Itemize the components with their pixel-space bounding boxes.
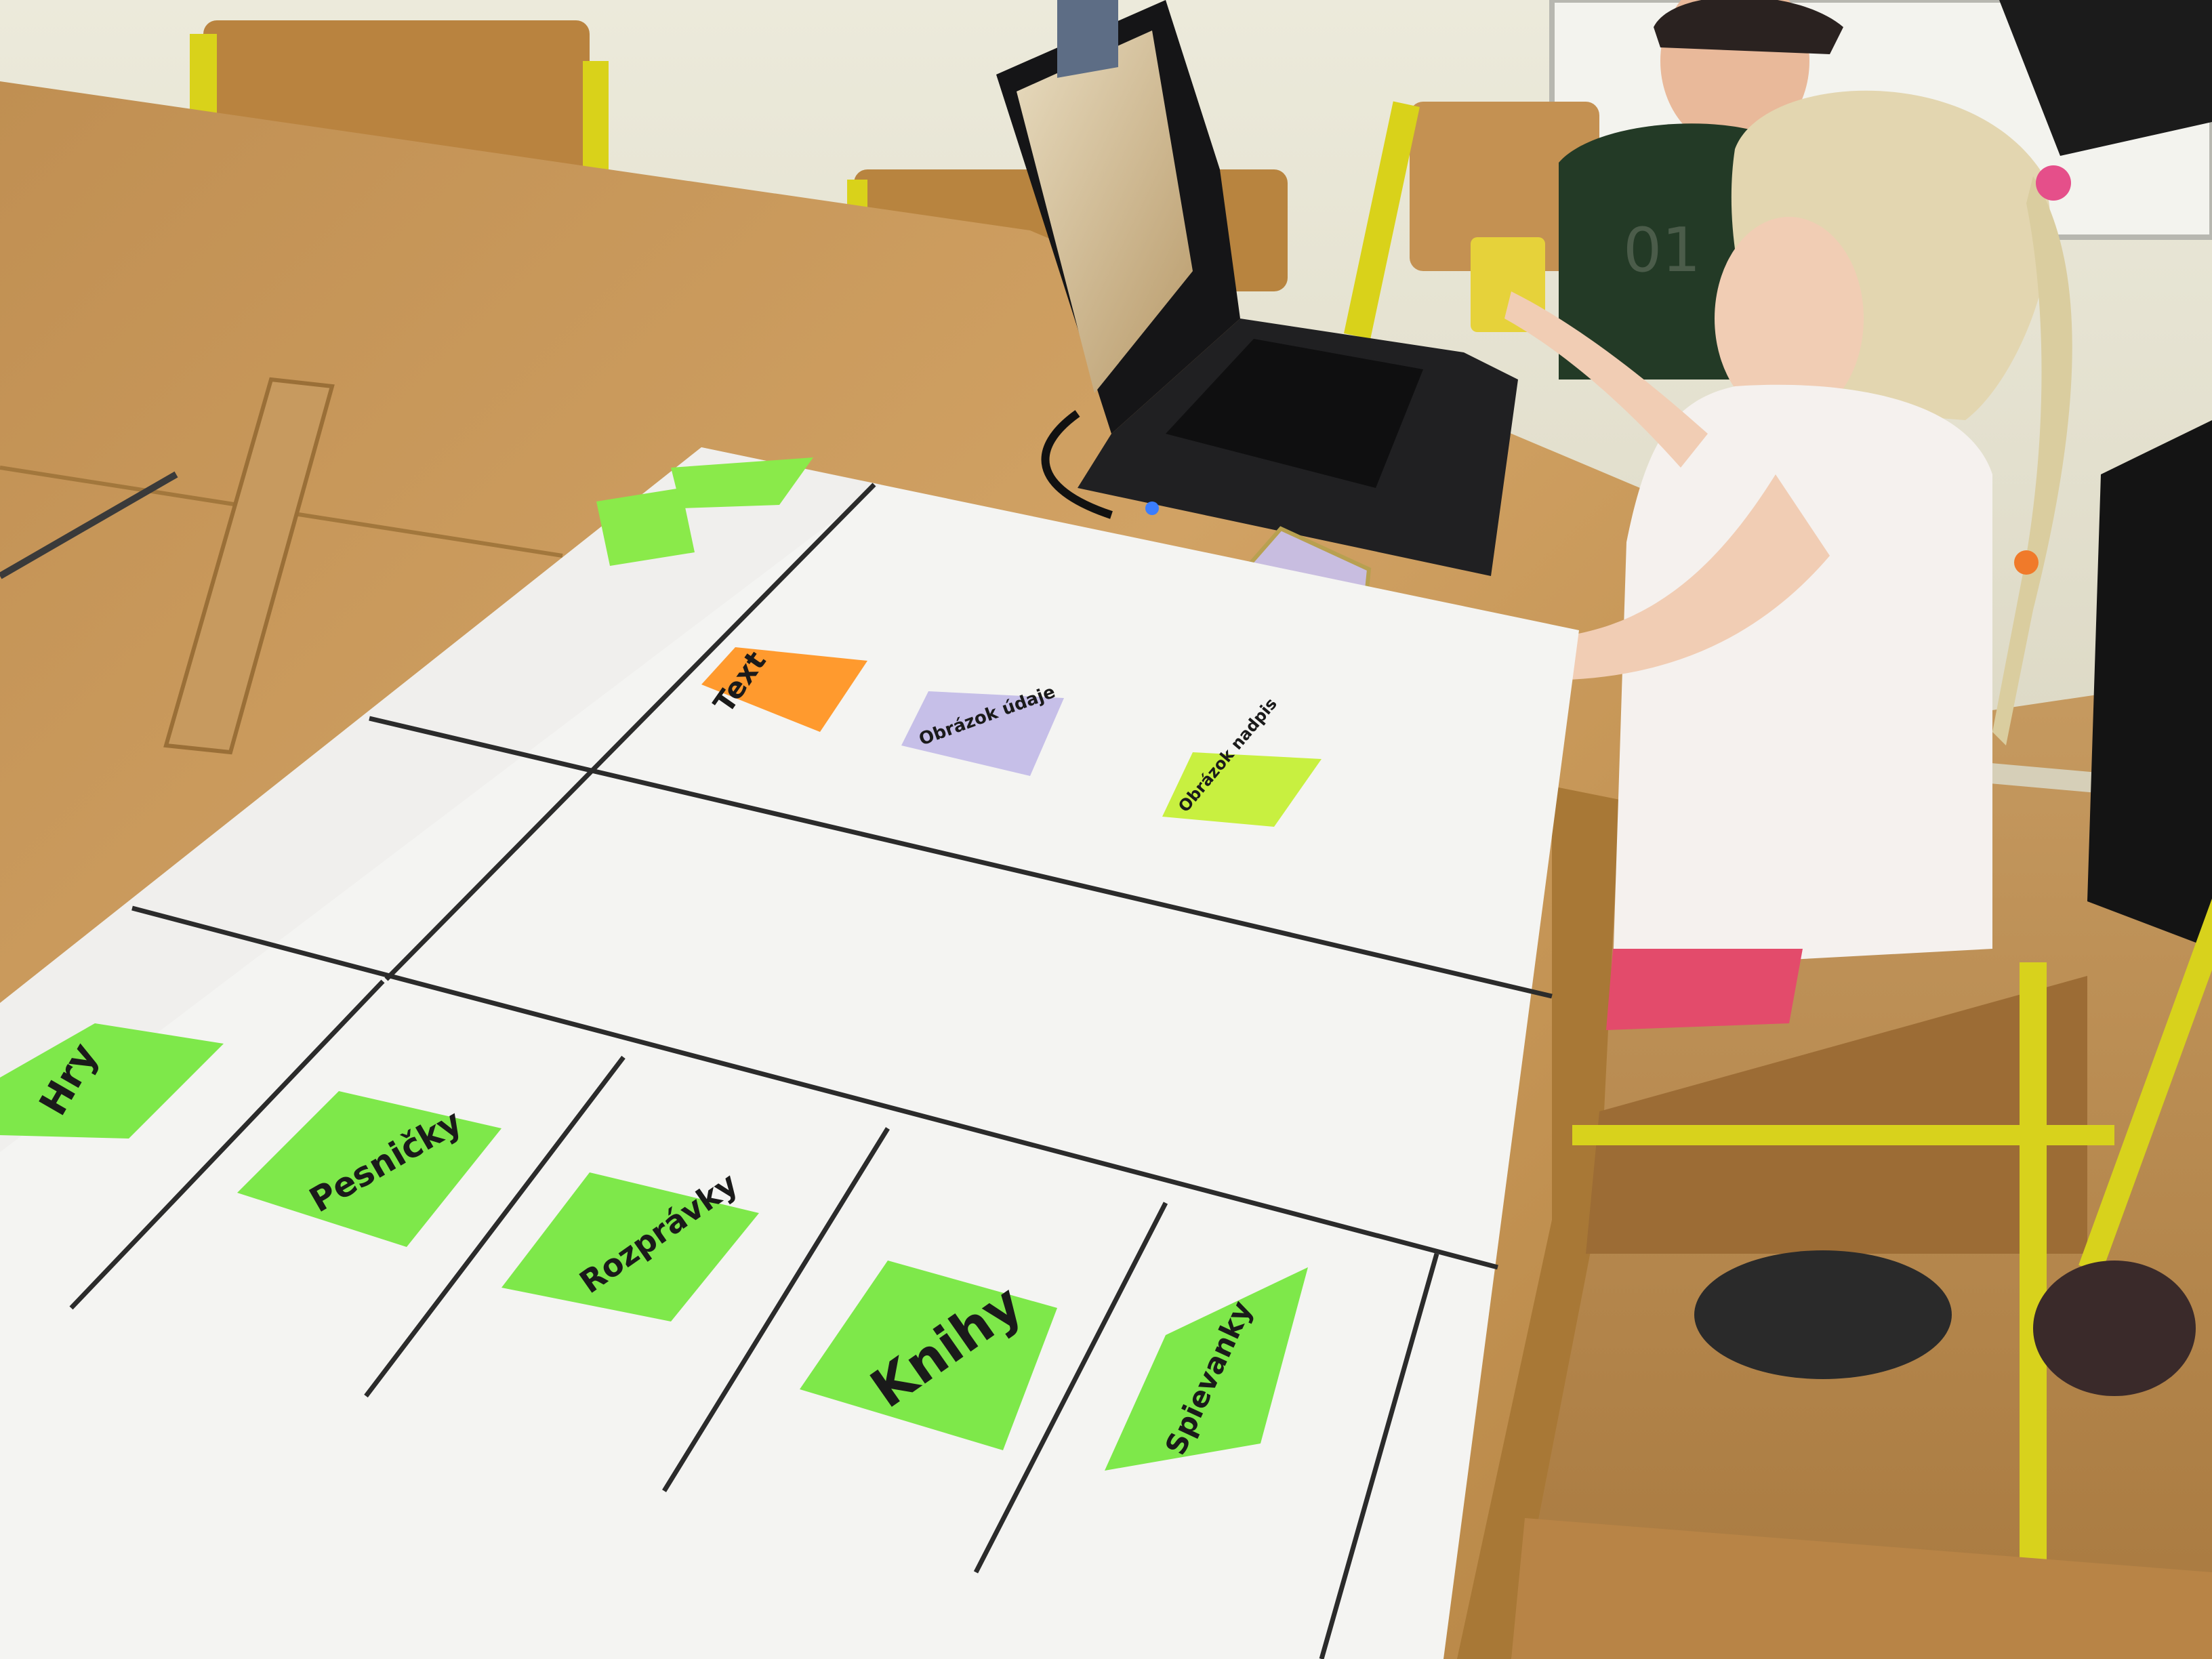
laptop-screen bbox=[1017, 30, 1193, 393]
shoe-right bbox=[2033, 1261, 2196, 1396]
hair-tie-pink bbox=[2036, 165, 2071, 201]
chair-bottom bbox=[1511, 1518, 2212, 1659]
pencil bbox=[0, 471, 178, 579]
note-obrazok-udaje bbox=[901, 691, 1064, 776]
laptop-cable bbox=[1041, 410, 1113, 519]
ruler bbox=[163, 377, 335, 755]
note-pesnicky bbox=[237, 1091, 501, 1247]
grid-lines bbox=[69, 483, 1553, 1659]
girl-shirt bbox=[1613, 384, 1992, 969]
laptop-power-led bbox=[1145, 501, 1159, 515]
adult-arm bbox=[1999, 0, 2212, 156]
girl-raised-arm bbox=[1504, 291, 1708, 468]
note-obrazok-nadpis bbox=[1162, 752, 1322, 827]
chair-right bbox=[1572, 691, 2212, 1640]
note-knihy bbox=[800, 1261, 1057, 1450]
girl-arm bbox=[1362, 474, 1830, 680]
note-hry bbox=[0, 1023, 224, 1139]
girl bbox=[1230, 90, 2072, 1030]
shoe-left bbox=[1694, 1250, 1952, 1379]
adult-dark-figure bbox=[2087, 420, 2212, 949]
girl-shorts bbox=[1606, 949, 1803, 1030]
laptop-keyboard bbox=[1166, 339, 1423, 488]
table-edge bbox=[1457, 786, 1620, 1659]
note-text bbox=[701, 647, 867, 732]
small-note-top-1 bbox=[596, 488, 695, 566]
laptop-screen-picture bbox=[1057, 0, 1118, 78]
girl-braid bbox=[1992, 176, 2072, 745]
hair-tie-orange bbox=[2014, 550, 2039, 575]
chair-back-right bbox=[1344, 101, 1599, 340]
small-note-top-2 bbox=[671, 457, 813, 508]
paper-strip-left bbox=[0, 447, 881, 1152]
note-spievanky bbox=[1105, 1267, 1308, 1471]
girl-face bbox=[1715, 217, 1864, 420]
shirt-number: 01 bbox=[1623, 215, 1701, 286]
note-rozpravky bbox=[501, 1172, 759, 1322]
laptop bbox=[996, 0, 1518, 576]
